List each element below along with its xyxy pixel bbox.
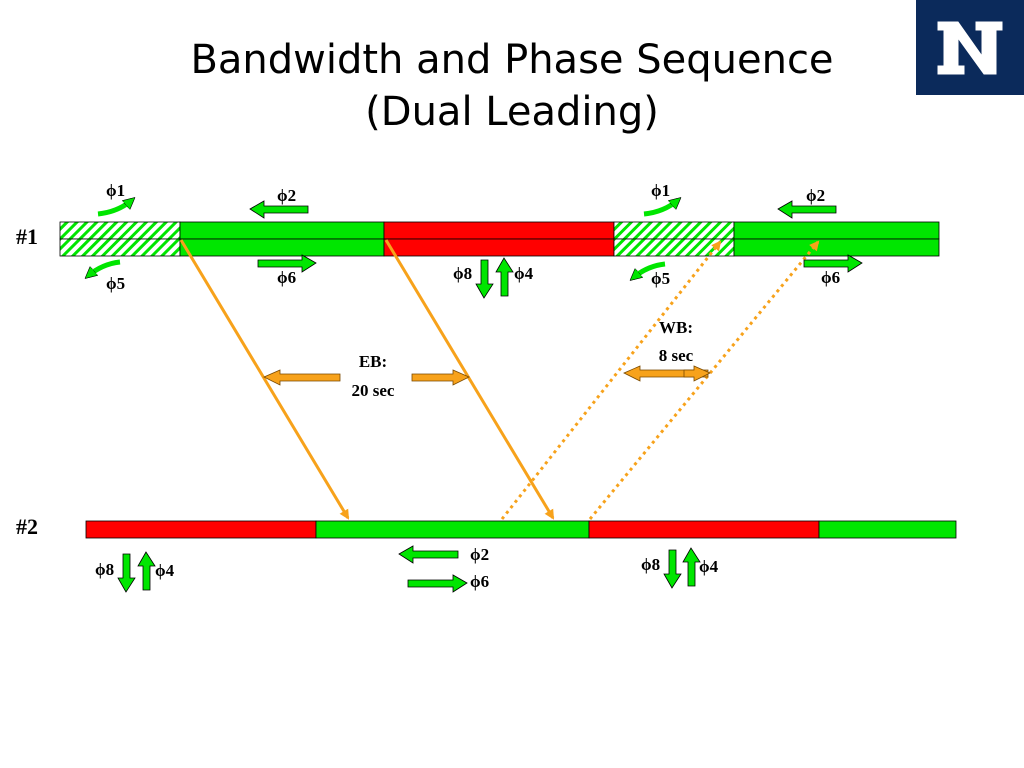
phi1-left-turn-icon-2 — [643, 200, 678, 217]
phi5-label-b: ϕ5 — [651, 269, 670, 288]
phi5-left-turn-icon — [88, 259, 121, 276]
phi2-westbound-icon — [249, 200, 309, 219]
phi4-label-int2-a: ϕ4 — [155, 561, 175, 580]
wb-width-arrow — [623, 365, 711, 382]
red-interval-b — [383, 238, 615, 257]
eb-label: EB: — [359, 352, 387, 371]
leading-left-ring-a — [59, 221, 181, 240]
phi6-label-b: ϕ6 — [821, 268, 840, 287]
phi1-label-a: ϕ1 — [106, 181, 125, 200]
phi1-label-b: ϕ1 — [651, 181, 670, 200]
phi6-eastbound-icon-2 — [803, 254, 863, 273]
green-phase-2-6 — [315, 520, 590, 539]
red-interval-2 — [588, 520, 820, 539]
phi2-westbound-icon-2 — [777, 200, 837, 219]
phi6-eastbound-icon — [257, 254, 317, 273]
phi4-northbound-icon-int2-b — [682, 547, 701, 587]
red-interval-1 — [85, 520, 317, 539]
phi4-northbound-icon-int2 — [137, 551, 156, 591]
wb-band-end-line — [588, 240, 820, 520]
eb-band-end-line — [384, 239, 555, 520]
phi5-label-a: ϕ5 — [106, 274, 125, 293]
block-n-icon — [916, 0, 1024, 95]
green-phase-2-second — [733, 221, 940, 240]
phi8-southbound-icon — [475, 259, 494, 299]
green-phase-2 — [179, 221, 385, 240]
phi2-label-b: ϕ2 — [806, 186, 825, 205]
leading-left-ring-a-2 — [613, 221, 735, 240]
phi2-westbound-icon-int2 — [398, 545, 459, 564]
eb-band-start-line — [179, 239, 350, 520]
intersection-2-label: #2 — [16, 514, 38, 539]
green-phase-6-second — [733, 238, 940, 257]
phi6-eastbound-icon-int2 — [407, 574, 468, 593]
wb-label: WB: — [659, 318, 693, 337]
phi2-label-int2: ϕ2 — [470, 545, 489, 564]
eb-width-arrow — [263, 369, 470, 386]
phi4-label-a: ϕ4 — [514, 264, 534, 283]
phi1-left-turn-icon — [97, 200, 132, 217]
title-line-2: (Dual Leading) — [365, 89, 659, 135]
university-logo — [916, 0, 1024, 95]
phi8-label-a: ϕ8 — [453, 264, 472, 283]
phi2-label-a: ϕ2 — [277, 186, 296, 205]
phi8-label-int2-a: ϕ8 — [95, 560, 114, 579]
eb-value: 20 sec — [352, 381, 395, 400]
phi8-southbound-icon-int2-b — [663, 549, 682, 589]
intersection-2-bar — [85, 520, 957, 539]
phi6-label-a: ϕ6 — [277, 268, 296, 287]
slide-title: Bandwidth and Phase Sequence (Dual Leadi… — [100, 34, 924, 138]
phi4-label-int2-b: ϕ4 — [699, 557, 719, 576]
wb-value: 8 sec — [659, 346, 694, 365]
green-phase-2-6-second — [818, 520, 957, 539]
red-interval-a — [383, 221, 615, 240]
phi5-left-turn-icon-2 — [633, 261, 666, 278]
phi6-label-int2: ϕ6 — [470, 572, 489, 591]
intersection-1-bar — [59, 221, 940, 257]
phi8-southbound-icon-int2 — [117, 553, 136, 593]
green-phase-6 — [179, 238, 385, 257]
title-line-1: Bandwidth and Phase Sequence — [190, 37, 834, 83]
leading-left-ring-b — [59, 238, 181, 257]
intersection-1-label: #1 — [16, 224, 38, 249]
phi4-northbound-icon — [495, 257, 514, 297]
wb-band-start-line — [500, 240, 722, 520]
phi8-label-int2-b: ϕ8 — [641, 555, 660, 574]
